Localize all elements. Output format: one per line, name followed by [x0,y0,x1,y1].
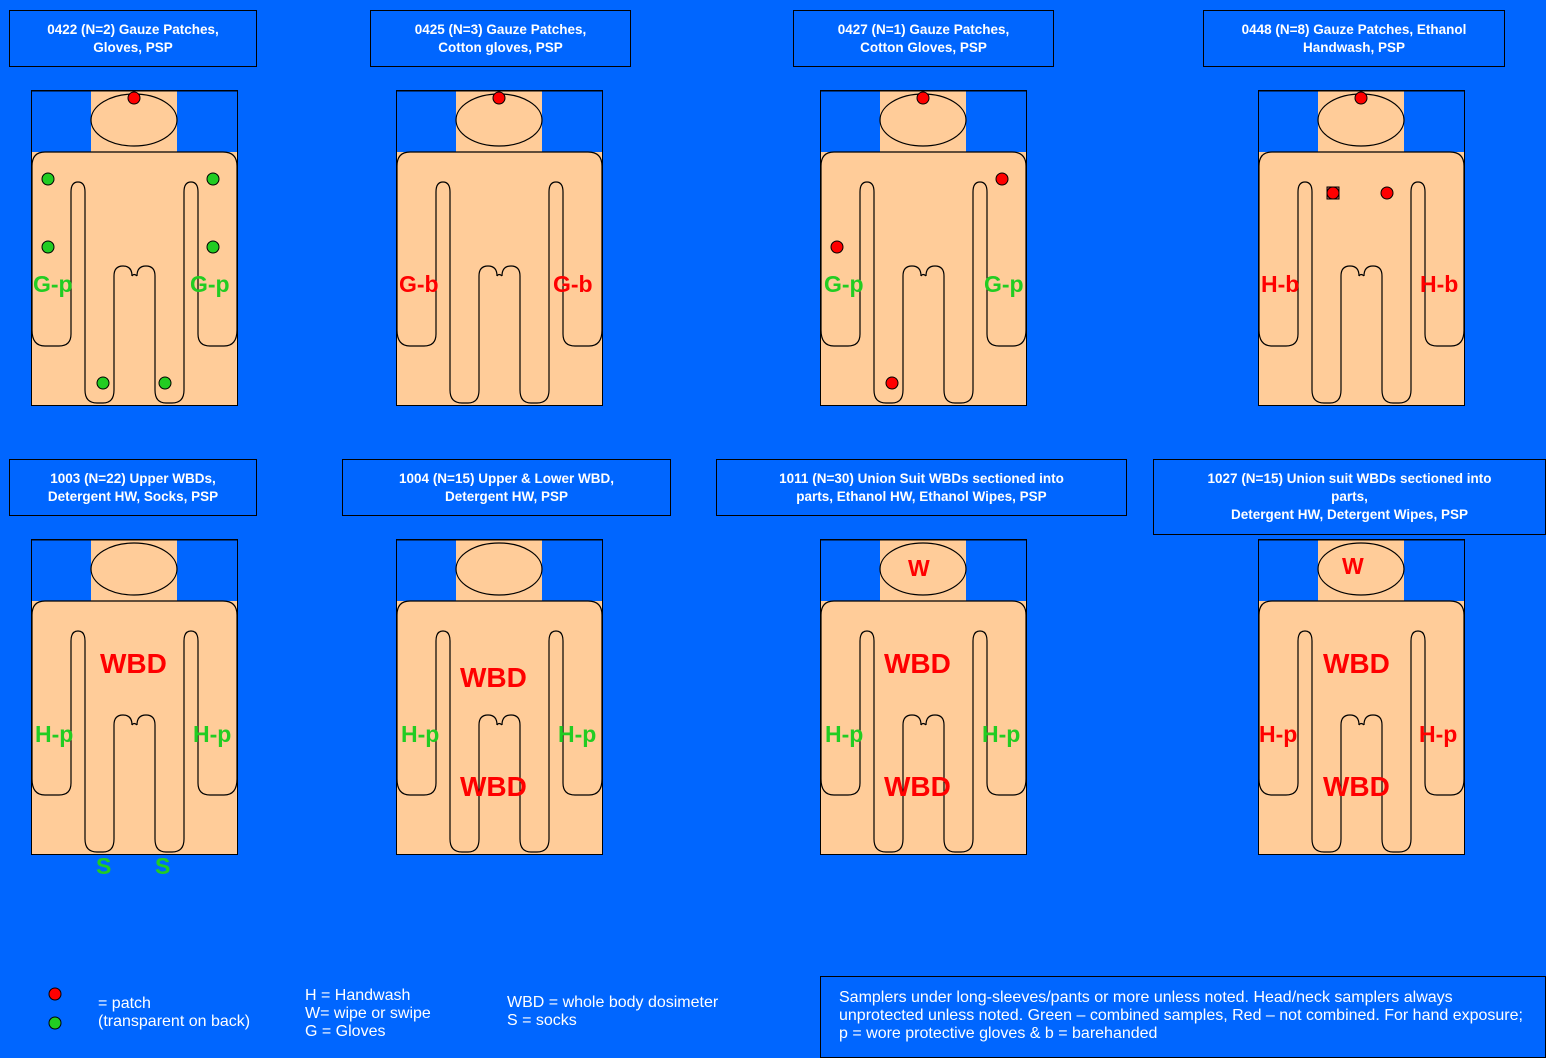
hand-label-left: G-p [824,273,864,296]
wbd-upper-label: WBD [884,650,951,678]
patch-marker [1355,92,1367,104]
legend-note: Samplers under long-sleeves/pants or mor… [839,989,1523,1042]
wipe-label: W [1342,555,1364,578]
hand-label-right: H-p [193,723,231,746]
patch-marker [128,92,140,104]
patch-marker [42,241,54,253]
wipe-label: W [908,557,930,580]
wbd-lower-label: WBD [884,773,951,801]
body-figure-0422 [31,90,238,406]
wbd-lower-label: WBD [1323,773,1390,801]
body-figure-svg [820,539,1027,855]
hand-label-left: H-p [401,723,439,746]
study-0448-title: 0448 (N=8) Gauze Patches, Ethanol Handwa… [1203,10,1505,67]
head [91,543,177,595]
head [456,543,542,595]
hand-label-left: H-p [35,723,73,746]
wbd-upper-label: WBD [460,664,527,692]
patch-marker [493,92,505,104]
patch-marker [97,377,109,389]
wbd-upper-label: WBD [100,650,167,678]
hand-label-left: G-p [33,273,73,296]
body-figure-1004 [396,539,603,855]
body-figure-0425 [396,90,603,406]
hand-label-right: H-p [1419,723,1457,746]
body-figure-svg [1258,90,1465,406]
hand-label-left: H-p [825,723,863,746]
body-figure-svg [396,539,603,855]
study-1027-title: 1027 (N=15) Union suit WBDs sectioned in… [1153,459,1546,535]
body-figure-svg [1258,539,1465,855]
study-0427-title: 0427 (N=1) Gauze Patches, Cotton Gloves,… [793,10,1054,67]
hand-label-right: G-p [984,273,1024,296]
hand-label-right: H-b [1420,273,1458,296]
hand-label-right: G-b [553,273,593,296]
hand-label-left: G-b [399,273,439,296]
legend-red-patch [49,988,61,1000]
study-1003-title: 1003 (N=22) Upper WBDs, Detergent HW, So… [9,459,257,516]
legend-green-patch [49,1017,61,1029]
study-0425-title: 0425 (N=3) Gauze Patches, Cotton gloves,… [370,10,631,67]
body-figure-1003 [31,539,238,855]
body-figure-svg [31,539,238,855]
body-figure-0448 [1258,90,1465,406]
patch-marker [917,92,929,104]
legend-codes2-text: WBD = whole body dosimeter S = socks [507,994,718,1030]
study-1011-title: 1011 (N=30) Union Suit WBDs sectioned in… [716,459,1127,516]
hand-label-right: H-p [558,723,596,746]
body-figure-svg [31,90,238,406]
body-figure-0427 [820,90,1027,406]
body-figure-svg [820,90,1027,406]
patch-marker [42,173,54,185]
legend-patch-dots [45,985,65,1035]
study-1004-title: 1004 (N=15) Upper & Lower WBD, Detergent… [342,459,671,516]
hand-label-right: G-p [190,273,230,296]
wbd-lower-label: WBD [460,773,527,801]
legend-codes-text: H = Handwash W= wipe or swipe G = Gloves [305,987,431,1041]
hand-label-right: H-p [982,723,1020,746]
body-figure-1011 [820,539,1027,855]
sock-label-left: S [96,855,111,878]
body-figure-1027 [1258,539,1465,855]
body-figure-svg [396,90,603,406]
hand-label-left: H-p [1259,723,1297,746]
patch-marker [1381,187,1393,199]
patch-marker [886,377,898,389]
study-0422-title: 0422 (N=2) Gauze Patches, Gloves, PSP [9,10,257,67]
patch-marker [207,173,219,185]
legend-note-box: Samplers under long-sleeves/pants or mor… [820,976,1546,1058]
sock-label-right: S [155,855,170,878]
legend-patch-text: = patch (transparent on back) [98,995,250,1031]
wbd-upper-label: WBD [1323,650,1390,678]
patch-marker [996,173,1008,185]
patch-marker [831,241,843,253]
hand-label-left: H-b [1261,273,1299,296]
patch-marker [207,241,219,253]
patch-marker [159,377,171,389]
patch-marker [1327,187,1339,199]
